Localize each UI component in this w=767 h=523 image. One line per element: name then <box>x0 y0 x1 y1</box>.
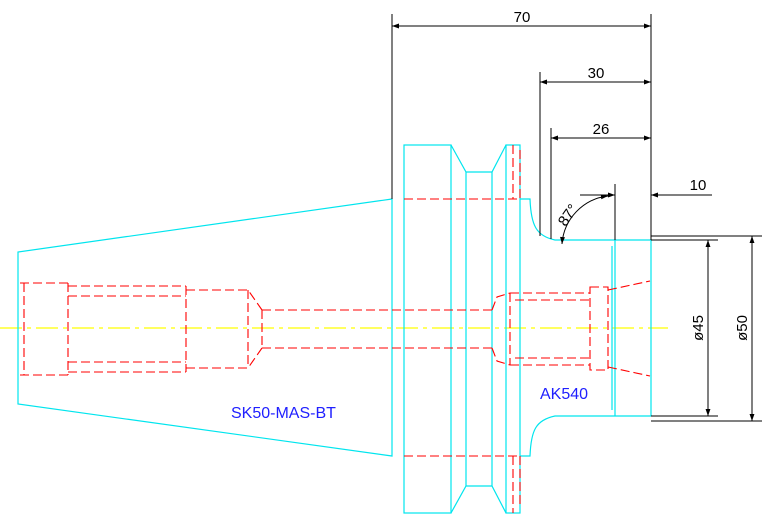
collet-groove <box>589 286 609 371</box>
collet-cone-top <box>607 280 651 291</box>
angle-arc <box>560 194 609 245</box>
bore-step-top <box>186 289 263 311</box>
taper-shank <box>17 198 393 457</box>
holder-label: SK50-MAS-BT <box>231 405 336 422</box>
dim-text-diameter-50: ø50 <box>734 315 751 341</box>
hidden-lines <box>20 145 651 513</box>
nose-top-contour <box>520 198 651 241</box>
dim-text-26: 26 <box>593 121 610 138</box>
collet-cone-bottom <box>607 366 651 377</box>
dim-text-angle: 87° <box>555 201 582 229</box>
dim-text-30: 30 <box>588 65 605 82</box>
v-groove-bottom <box>450 485 507 514</box>
bore-step-bottom <box>186 347 263 369</box>
collet-bore-entry-bottom <box>491 347 511 366</box>
nose-bottom-contour <box>520 415 651 457</box>
collet-label: AK540 <box>540 386 588 403</box>
flange <box>403 144 452 514</box>
collet-bore-entry-top <box>491 292 511 311</box>
dimensions <box>391 14 762 422</box>
tool-holder-outline <box>17 144 652 514</box>
dim-text-diameter-45: ø45 <box>690 315 707 341</box>
v-groove-top <box>450 144 507 173</box>
dim-text-10: 10 <box>690 177 707 194</box>
dim-text-70: 70 <box>514 9 531 26</box>
